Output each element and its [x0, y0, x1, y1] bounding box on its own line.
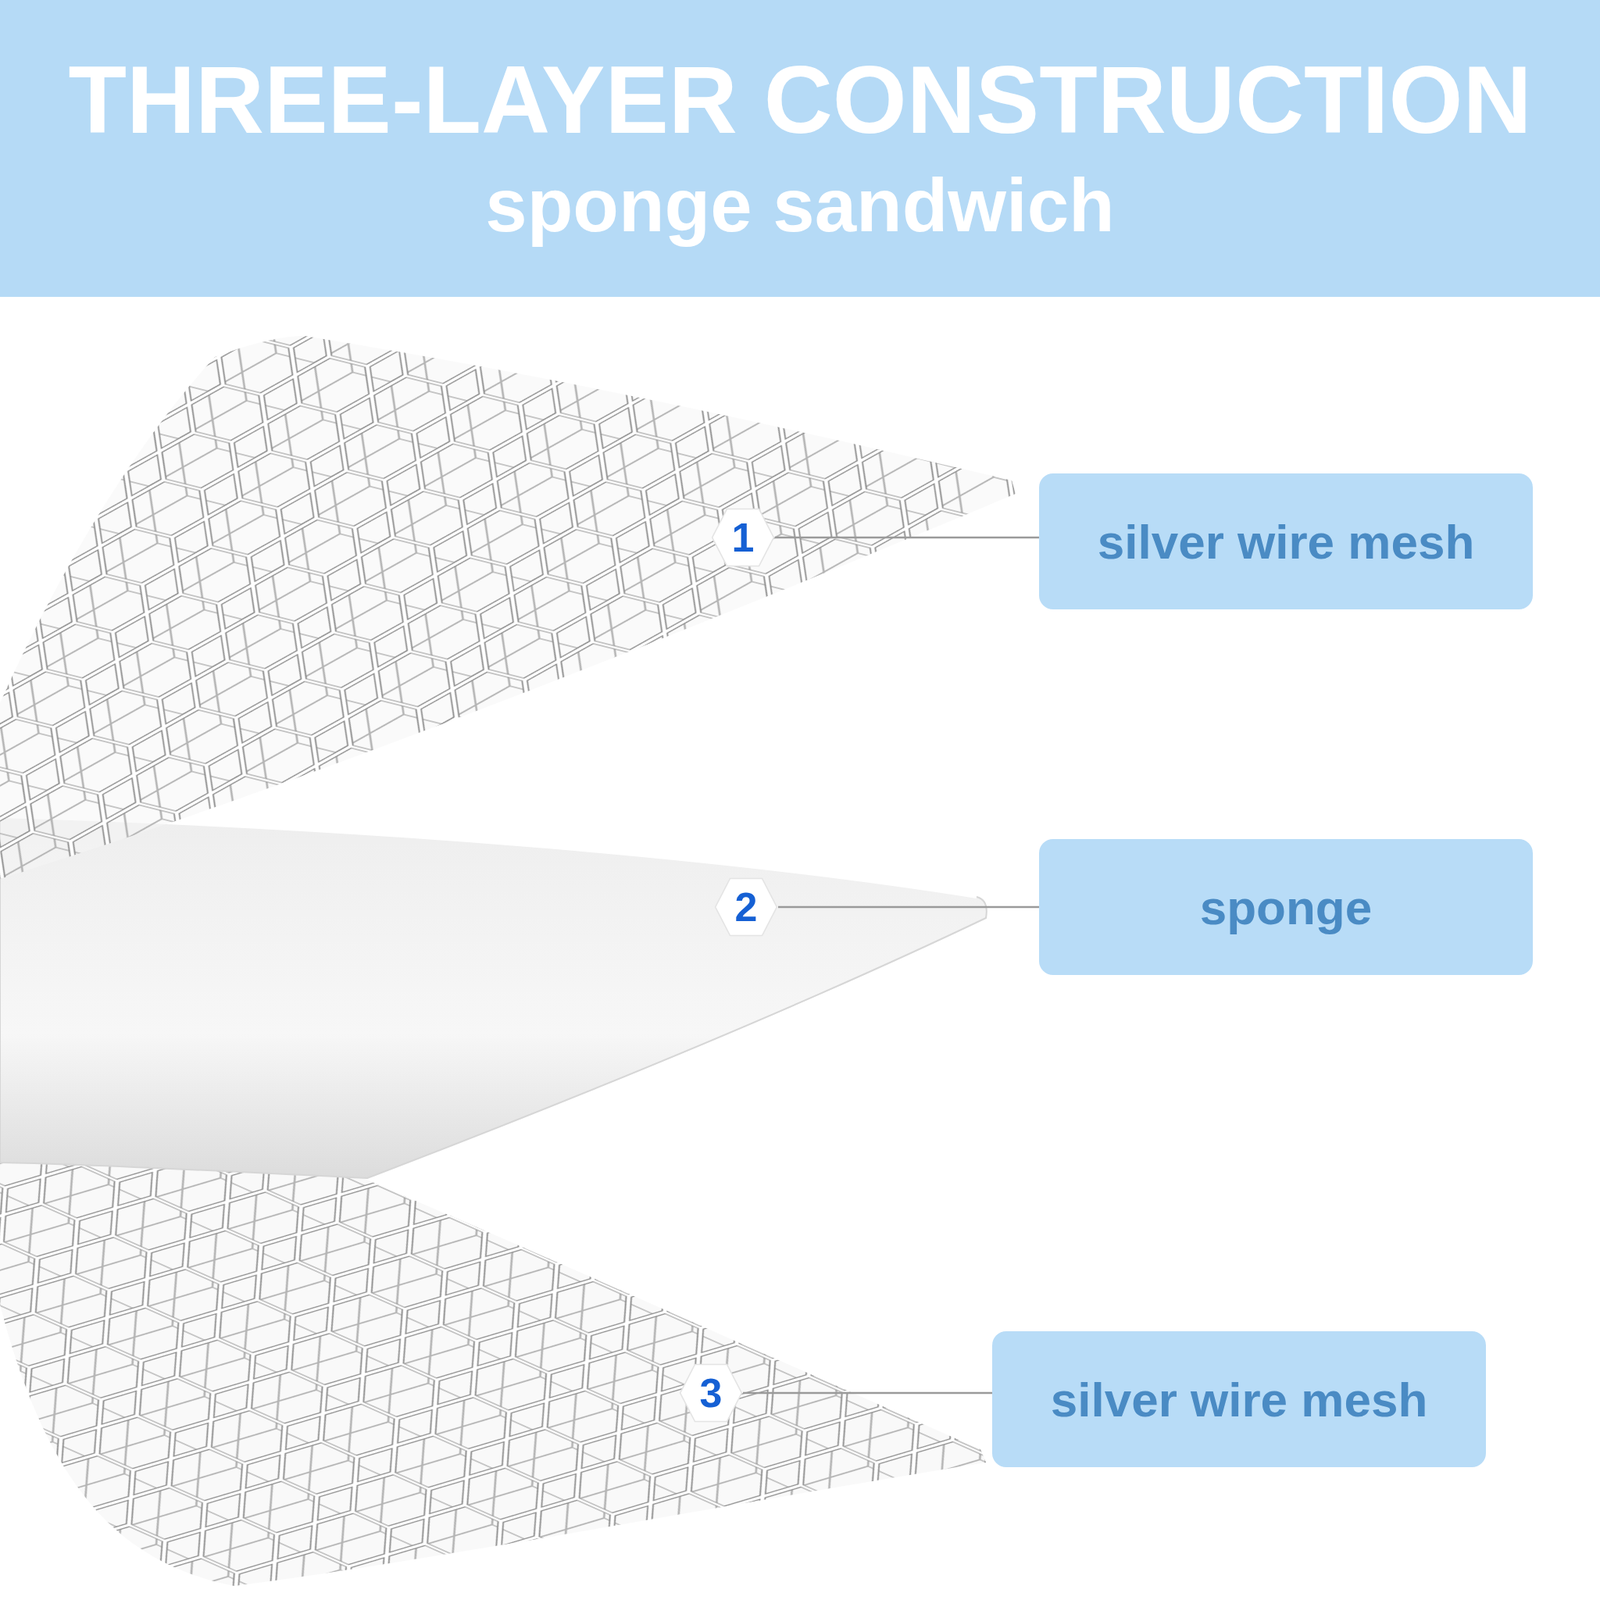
- label-box: sponge: [1039, 839, 1533, 975]
- leader-line: [778, 906, 1040, 909]
- callout-hexagon: 1: [710, 507, 775, 568]
- hexagon-outline: [712, 509, 775, 567]
- top-mesh: [0, 335, 1016, 879]
- subtitle-text: sponge sandwich: [0, 160, 1600, 250]
- label-box: silver wire mesh: [992, 1331, 1486, 1468]
- callout-hexagon: 3: [678, 1363, 743, 1423]
- title-text: THREE-LAYER CONSTRUCTION: [0, 45, 1600, 155]
- hexagon-outline: [680, 1364, 743, 1422]
- hexagon-outline: [715, 878, 778, 936]
- callout-number: 3: [700, 1369, 723, 1417]
- callout-number: 1: [732, 514, 755, 561]
- part-name: silver wire mesh: [1050, 1371, 1429, 1428]
- sponge-layer: [0, 816, 987, 1179]
- part-name: sponge: [1200, 879, 1372, 936]
- leader-line: [742, 1392, 993, 1395]
- part-name: silver wire mesh: [1097, 514, 1475, 570]
- callout-number: 2: [735, 883, 758, 931]
- callout-hexagon: 2: [714, 877, 779, 937]
- label-box: silver wire mesh: [1039, 473, 1533, 610]
- leader-line: [775, 536, 1040, 540]
